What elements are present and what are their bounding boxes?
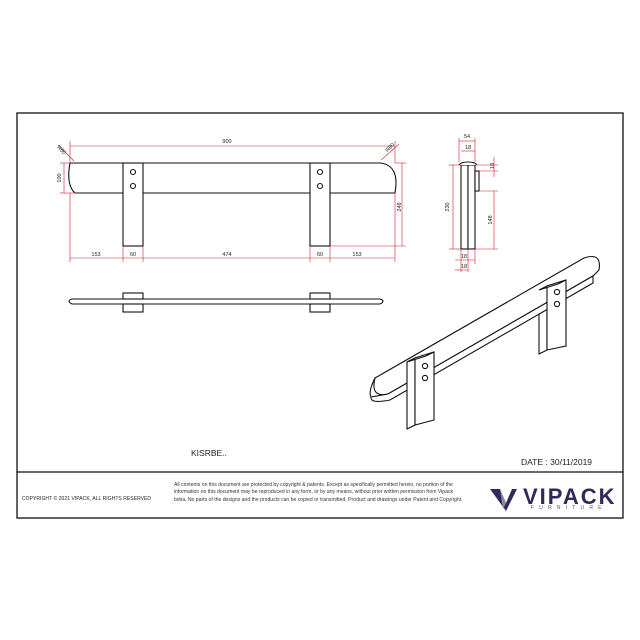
top-left-leg [122, 292, 144, 300]
sheet-border [16, 112, 624, 519]
dim-side-top-width: 54 [464, 134, 470, 140]
top-right-leg [309, 292, 331, 300]
side-view [458, 161, 480, 250]
part-name: KISRBE.. [191, 448, 227, 458]
vipack-logo-mark [490, 489, 517, 511]
front-rail-panel [68, 162, 397, 194]
legal-notice: All contents on this document are protec… [174, 482, 463, 503]
dim-segment-4: 60 [317, 252, 323, 258]
front-left-leg [122, 162, 144, 247]
dim-panel-height: 100 [57, 173, 63, 182]
top-left-leg-lower [122, 303, 144, 313]
dim-left-radius: R80 [55, 145, 66, 156]
front-right-bolt-top [316, 168, 324, 176]
dim-segment-5: 153 [352, 252, 361, 258]
dim-segment-2: 60 [130, 252, 136, 258]
dim-segment-1: 153 [91, 252, 100, 258]
top-right-leg-lower [309, 303, 331, 313]
iso-back-bolt-bottom [553, 300, 561, 308]
dim-side-leg-height: 148 [488, 215, 494, 224]
dim-total-height: 248 [397, 202, 403, 211]
dim-side-top-inner: 18 [465, 145, 471, 151]
dim-segment-3: 474 [222, 252, 231, 258]
top-rail [68, 298, 384, 305]
dim-side-total-height: 230 [445, 202, 451, 211]
side-leg [467, 164, 476, 250]
side-dimension-labels: 54 18 18 230 148 18 18 [445, 134, 496, 270]
brand-tagline: FURNITURE [531, 505, 607, 511]
side-bracket [474, 170, 480, 192]
side-dimensions [449, 138, 498, 272]
dim-side-top-right: 18 [490, 163, 496, 169]
brand-name: VIPACK [523, 484, 617, 509]
copyright-notice: COPYRIGHT © 2021 VIPACK, ALL RIGHTS RESE… [22, 496, 152, 502]
iso-front-bolt-top [421, 362, 429, 370]
top-view [68, 292, 384, 313]
dim-side-bottom-left: 18 [461, 254, 467, 260]
side-rail [460, 164, 469, 250]
drawing-date: DATE : 30/11/2019 [521, 457, 593, 467]
iso-rail-front [370, 275, 594, 403]
front-left-bolt-top [129, 168, 137, 176]
front-view [68, 162, 397, 247]
dim-overall-width: 900 [222, 139, 231, 145]
side-top-cap [458, 161, 478, 166]
front-dimensions [57, 141, 406, 262]
iso-rail-edge [369, 377, 376, 398]
iso-back-leg-top [538, 279, 567, 291]
iso-back-bolt-top [553, 288, 561, 296]
dim-side-bottom-right: 18 [461, 264, 467, 270]
dim-right-radius: R80 [385, 142, 396, 153]
iso-front-leg-side [406, 357, 416, 430]
isometric-view [369, 255, 600, 430]
iso-front-leg-top [406, 351, 435, 363]
iso-front-bolt-bottom [421, 374, 429, 382]
front-left-bolt-bottom [129, 182, 137, 190]
front-right-leg [309, 162, 331, 247]
front-right-bolt-bottom [316, 182, 324, 190]
front-dimension-labels: 900 R80 R80 100 248 153 60 474 60 153 [55, 139, 403, 258]
